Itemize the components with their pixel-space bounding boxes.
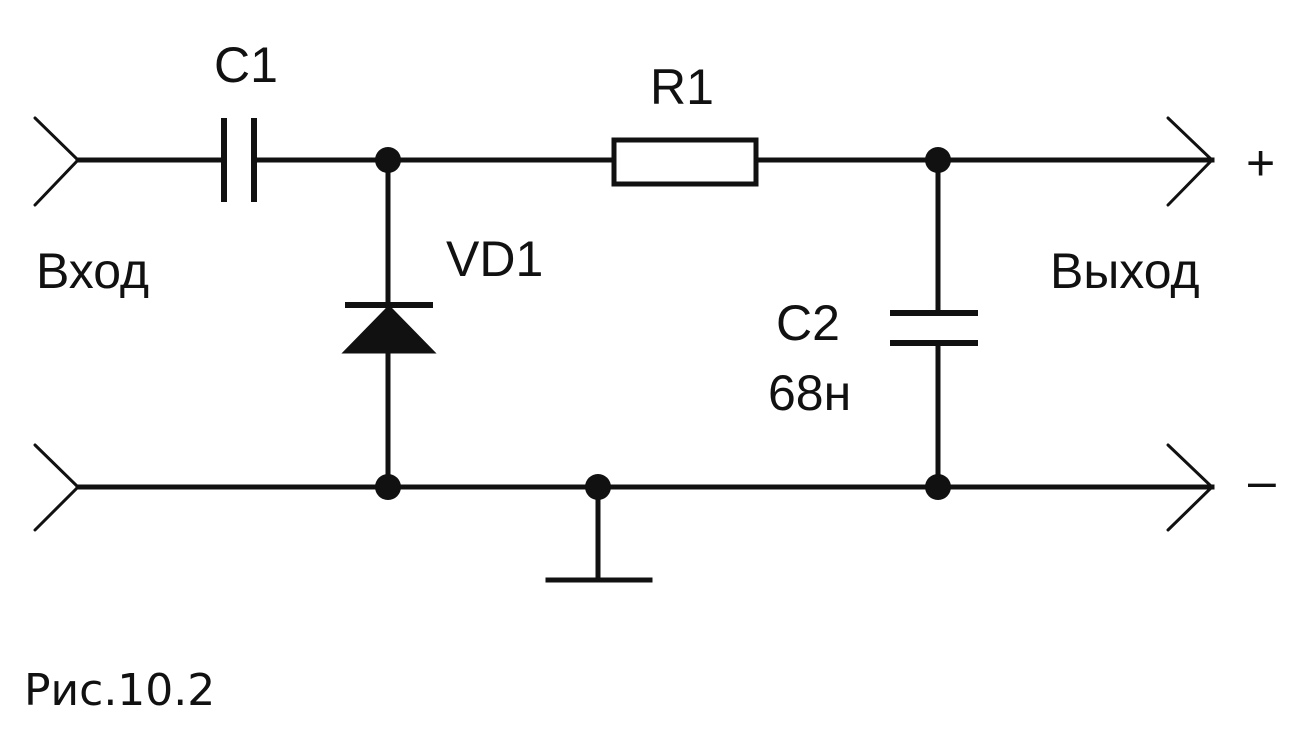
figure-caption: Рис.10.2 (24, 665, 215, 716)
junction-node-top-left (375, 147, 401, 173)
diode-vd1 (341, 157, 437, 490)
junction-node-bottom-right (925, 474, 951, 500)
label-c2-value: 68н (768, 365, 851, 421)
label-input: Вход (36, 243, 149, 299)
junction-node-bottom-middle (585, 474, 611, 500)
ground-symbol (545, 484, 653, 583)
label-plus: + (1246, 135, 1275, 191)
label-c2: C2 (776, 295, 840, 351)
input-terminal-bottom (33, 443, 81, 532)
label-vd1: VD1 (446, 231, 543, 287)
label-output: Выход (1050, 243, 1200, 299)
junction-node-top-right (925, 147, 951, 173)
capacitor-c2 (890, 157, 978, 490)
label-c1: C1 (214, 37, 278, 93)
input-terminal-top (33, 116, 81, 207)
label-r1: R1 (650, 59, 714, 115)
junction-node-bottom-left (375, 474, 401, 500)
label-minus: – (1248, 453, 1276, 509)
resistor-r1 (611, 137, 759, 187)
capacitor-c1 (221, 118, 257, 202)
